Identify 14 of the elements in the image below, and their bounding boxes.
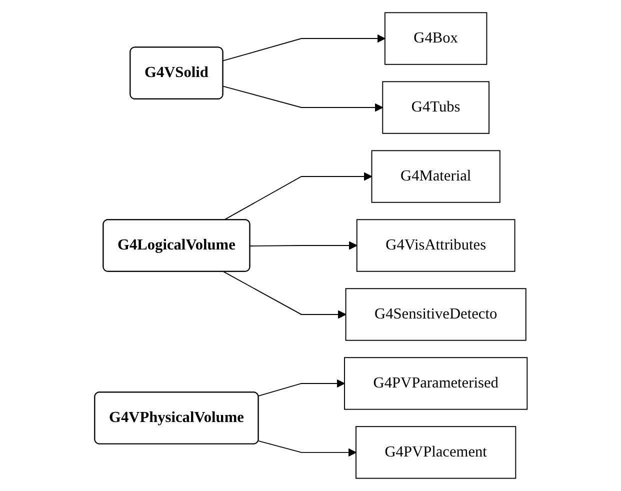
arrow — [249, 241, 357, 250]
node-box: G4SensitiveDetecto — [344, 288, 526, 341]
node-box: G4VisAttributes — [356, 219, 515, 272]
arrow — [222, 172, 372, 221]
node-box: G4PVPlacement — [355, 426, 516, 479]
node-box: G4PVParameterised — [344, 357, 528, 410]
node-box: G4Box — [384, 12, 487, 65]
arrow — [222, 271, 346, 319]
node-box: G4Tubs — [382, 81, 490, 134]
arrow — [258, 379, 344, 396]
node-box: G4Material — [370, 150, 500, 203]
arrow — [222, 34, 385, 62]
arrow — [222, 86, 383, 112]
arrow — [258, 440, 356, 457]
